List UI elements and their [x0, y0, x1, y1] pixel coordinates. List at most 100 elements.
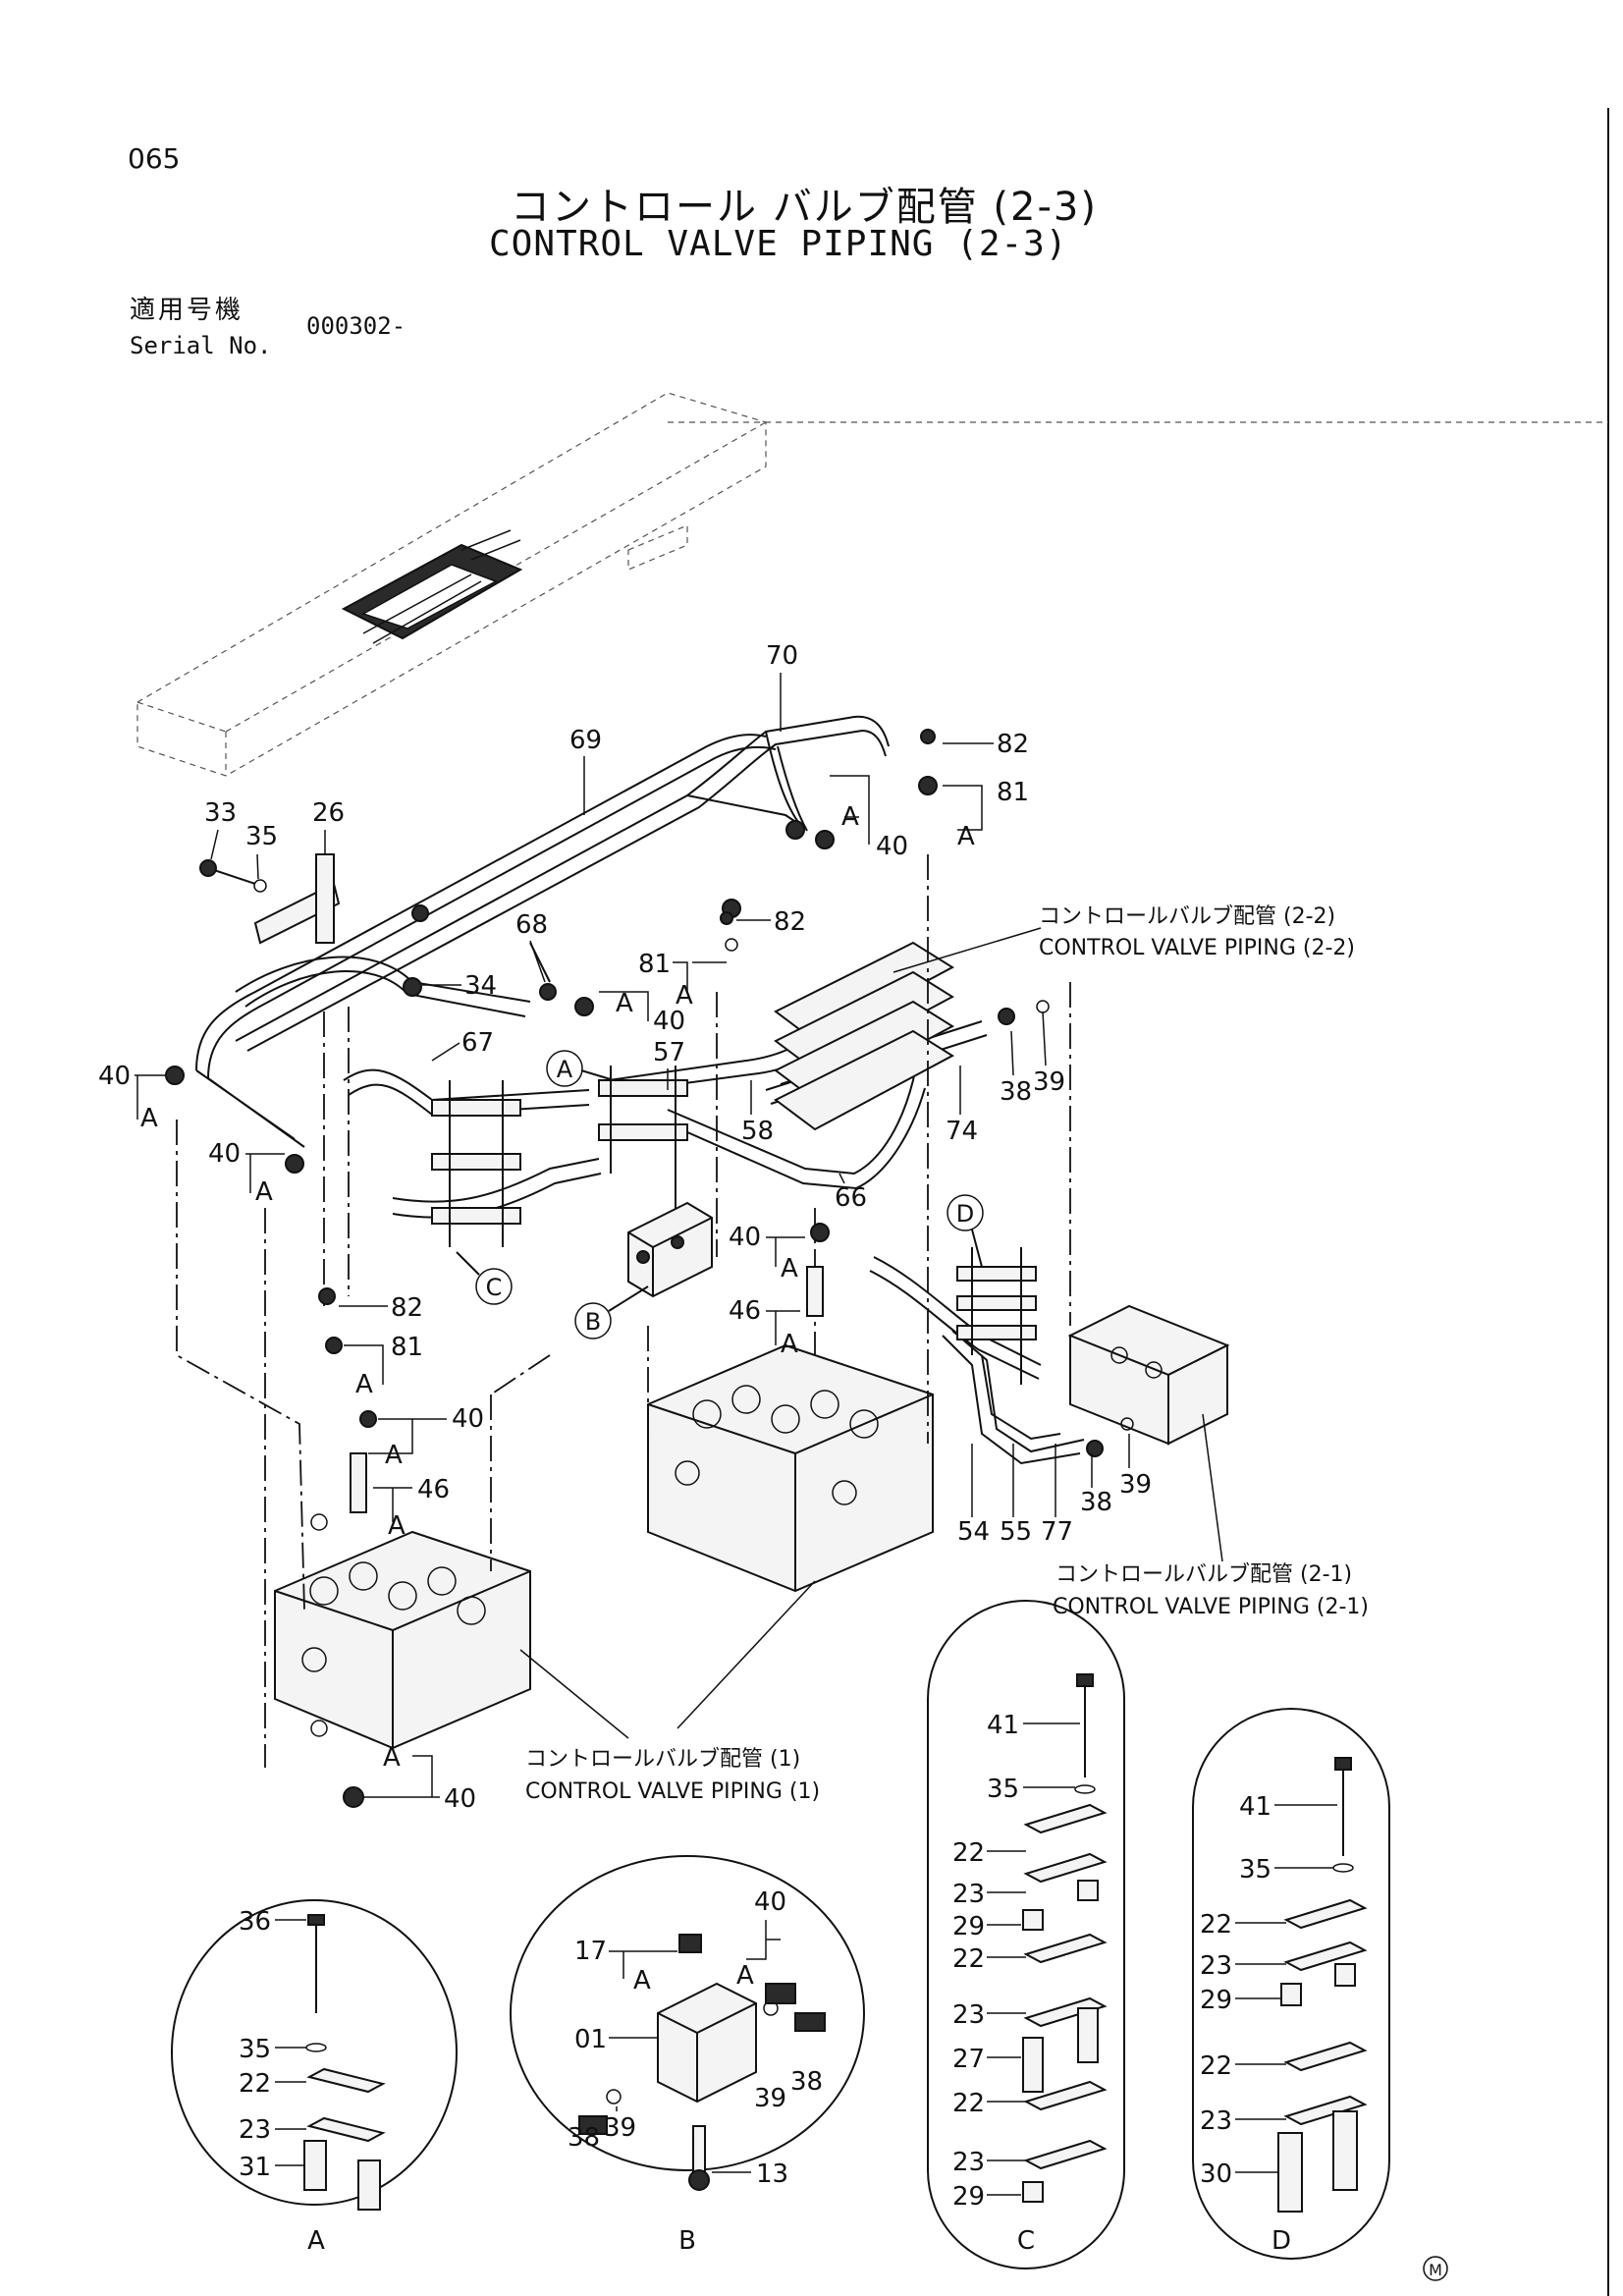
callout-81-a: 81: [997, 778, 1029, 807]
title-english: CONTROL VALVE PIPING (2-3): [489, 224, 1068, 264]
circle-letter-b-text: B: [585, 1308, 601, 1336]
callout-01: 01: [574, 2025, 607, 2054]
dashdot-leaders: [176, 854, 1071, 1768]
callout-57: 57: [653, 1038, 685, 1067]
callout-a-b1: A: [633, 1966, 651, 1995]
callout-40-a: 40: [876, 832, 908, 861]
callout-74: 74: [946, 1117, 978, 1146]
callout-a-top: A: [841, 802, 859, 832]
callout-40-d: 40: [208, 1139, 241, 1169]
callout-38-d: 38: [790, 2067, 823, 2097]
pipe-69: [195, 734, 777, 1148]
callout-77: 77: [1041, 1517, 1073, 1547]
pipe-70: [235, 715, 890, 1052]
callout-38-c: 38: [568, 2123, 600, 2153]
callout-23-a: 23: [239, 2115, 271, 2145]
callout-68: 68: [515, 910, 548, 940]
callout-22-d: 22: [952, 2089, 985, 2118]
callout-40-h: 40: [754, 1887, 786, 1917]
detail-d-frame: [1192, 1708, 1390, 2260]
callout-58: 58: [741, 1117, 774, 1146]
machine-frame: [136, 392, 767, 777]
callout-a-mid2: A: [616, 989, 633, 1018]
callout-55: 55: [1000, 1517, 1032, 1547]
callout-35-b: 35: [239, 2035, 271, 2064]
serial-value: 000302-: [306, 312, 406, 340]
callout-41-a: 41: [987, 1711, 1019, 1740]
bolt-33: [199, 859, 267, 893]
callout-29-b: 29: [952, 2182, 985, 2212]
circle-letter-a: A: [546, 1050, 615, 1087]
callout-40-c: 40: [98, 1062, 131, 1091]
callout-70: 70: [766, 641, 798, 671]
callout-29-a: 29: [952, 1912, 985, 1941]
callout-22-e: 22: [1200, 1910, 1232, 1940]
valve-block-b: [627, 1201, 713, 1298]
callout-39-d: 39: [754, 2084, 786, 2113]
callout-35-a: 35: [245, 822, 278, 851]
callout-46-a: 46: [729, 1296, 761, 1326]
control-valve-left: [274, 1530, 531, 1750]
ref-1-en: CONTROL VALVE PIPING (1): [525, 1779, 820, 1804]
circle-letter-m-text: M: [1429, 2261, 1442, 2279]
callout-40-g: 40: [444, 1784, 476, 1814]
callout-a-col1: A: [355, 1370, 373, 1399]
callout-23-e: 23: [1200, 1951, 1232, 1981]
callout-40-b: 40: [653, 1007, 685, 1036]
callout-29-c: 29: [1200, 1986, 1232, 2015]
callout-35-d: 35: [1239, 1855, 1271, 1885]
circle-letter-d-text: D: [956, 1200, 974, 1228]
pipe-67: [235, 956, 590, 1117]
callout-38-b: 38: [1080, 1488, 1112, 1517]
callout-a-col3: A: [388, 1511, 406, 1541]
callout-22-a: 22: [239, 2069, 271, 2099]
callout-a-col2: A: [385, 1441, 403, 1470]
bracket-26: [253, 853, 341, 945]
serial-label-japanese: 適用号機: [130, 296, 244, 325]
callout-a-left: A: [140, 1104, 158, 1133]
callout-a-center2: A: [781, 1330, 798, 1359]
circle-letter-c: C: [456, 1251, 513, 1305]
control-valve-1: [647, 1343, 934, 1593]
callout-22-c: 22: [952, 1944, 985, 1974]
control-valve-2-1: [1067, 1304, 1230, 1446]
callout-36: 36: [239, 1907, 271, 1937]
callout-39-a: 39: [1033, 1067, 1065, 1097]
callout-41-b: 41: [1239, 1792, 1271, 1822]
circle-letter-a-text: A: [557, 1056, 573, 1083]
callout-38-a: 38: [1000, 1077, 1032, 1107]
callout-67: 67: [461, 1028, 494, 1058]
ref-1-leader-b: [519, 1649, 629, 1739]
callout-a-center: A: [781, 1254, 798, 1284]
callout-a-mid: A: [676, 981, 693, 1011]
page-number: 065: [128, 142, 181, 175]
callout-22-f: 22: [1200, 2051, 1232, 2081]
ref-1-leader-a: [676, 1580, 816, 1729]
callout-35-c: 35: [987, 1775, 1019, 1804]
ref-2-2-en: CONTROL VALVE PIPING (2-2): [1039, 936, 1355, 960]
callout-a-bottom: A: [383, 1743, 401, 1773]
callout-23-c: 23: [952, 2000, 985, 2030]
detail-label-a: A: [307, 2226, 325, 2256]
callout-30: 30: [1200, 2159, 1232, 2189]
circle-letter-d: D: [947, 1194, 984, 1268]
callout-13: 13: [756, 2159, 788, 2189]
callout-23-b: 23: [952, 1880, 985, 1909]
callout-66: 66: [835, 1183, 867, 1213]
callout-23-d: 23: [952, 2148, 985, 2177]
detail-b-parts: [578, 1934, 826, 2191]
callout-40-f: 40: [452, 1404, 484, 1434]
callout-81-c: 81: [391, 1333, 423, 1362]
callout-22-b: 22: [952, 1838, 985, 1868]
callout-40-e: 40: [729, 1223, 761, 1252]
clamp-stack-d: [956, 1247, 1037, 1385]
ref-2-1-en: CONTROL VALVE PIPING (2-1): [1053, 1595, 1369, 1619]
callout-69: 69: [569, 726, 602, 755]
callout-27: 27: [952, 2045, 985, 2074]
detail-label-d: D: [1271, 2226, 1291, 2256]
callout-23-f: 23: [1200, 2106, 1232, 2136]
callout-31: 31: [239, 2153, 271, 2182]
frame-valve-assembly: [341, 529, 523, 644]
detail-c-frame: [927, 1600, 1125, 2269]
callout-82-a: 82: [997, 730, 1029, 759]
